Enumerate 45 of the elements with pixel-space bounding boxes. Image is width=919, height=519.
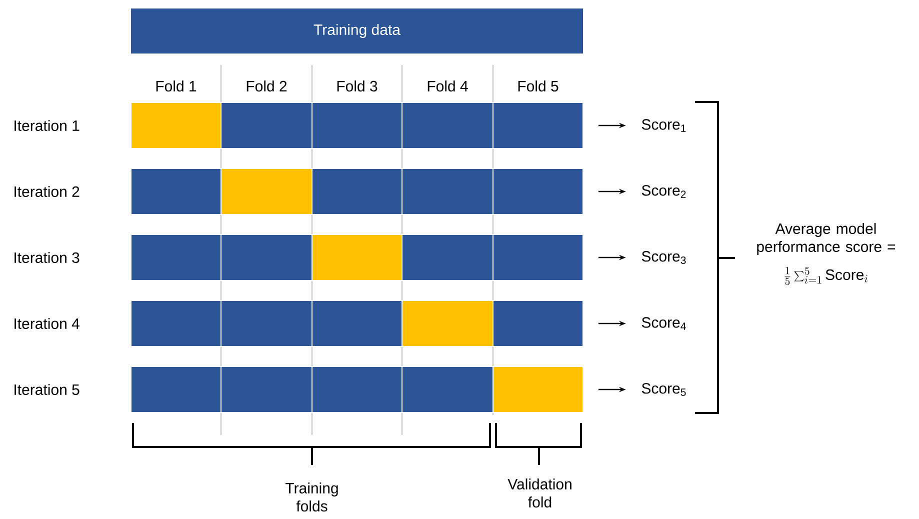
fold-block — [130, 102, 222, 149]
fold-block — [312, 300, 402, 347]
row-label: Iteration 1 — [14, 120, 80, 131]
column-header: Fold 4 — [428, 80, 468, 92]
fold-block — [130, 366, 222, 413]
result-text: Average model performance score = — [757, 223, 896, 255]
fold-block — [492, 102, 584, 149]
column-header: Fold 5 — [518, 80, 558, 92]
fold-block — [492, 300, 584, 347]
row-label: Iteration 5 — [14, 384, 80, 395]
fold-block — [312, 366, 402, 413]
fold-block — [492, 234, 584, 281]
bracket-label: Training folds — [286, 482, 338, 512]
fold-block — [130, 168, 222, 215]
fold-block — [492, 366, 584, 413]
fold-block — [402, 300, 494, 347]
score-label: Score$_{5}$ — [642, 383, 686, 396]
header-bar: Training data — [131, 8, 583, 54]
fold-block — [402, 234, 494, 281]
column-header: Fold 1 — [156, 80, 196, 92]
fold-block — [402, 366, 494, 413]
fold-block — [220, 168, 312, 215]
fold-block — [312, 102, 402, 149]
fold-block — [220, 366, 312, 413]
score-label: Score$_{3}$ — [642, 251, 686, 264]
fold-block — [402, 102, 494, 149]
fold-block — [312, 234, 402, 281]
bracket-label: Validation fold — [508, 478, 572, 508]
column-header: Fold 2 — [246, 80, 287, 92]
fold-block — [492, 168, 584, 215]
score-label: Score$_{2}$ — [642, 185, 686, 198]
fold-block — [402, 168, 494, 215]
column-header: Fold 3 — [337, 80, 378, 92]
score-label: Score$_{1}$ — [642, 119, 686, 132]
fold-block — [220, 102, 312, 149]
fold-block — [130, 234, 222, 281]
score-label: Score$_{4}$ — [642, 317, 686, 330]
fold-block — [220, 300, 312, 347]
formula: $\frac{1}{5}\sum_{i=1}^{5}\mathrm{Score}_{i}$ — [784, 266, 868, 286]
row-label: Iteration 2 — [14, 186, 80, 197]
fold-block — [220, 234, 312, 281]
row-label: Iteration 3 — [14, 252, 80, 263]
fold-block — [130, 300, 222, 347]
row-label: Iteration 4 — [14, 318, 80, 329]
fold-block — [312, 168, 402, 215]
